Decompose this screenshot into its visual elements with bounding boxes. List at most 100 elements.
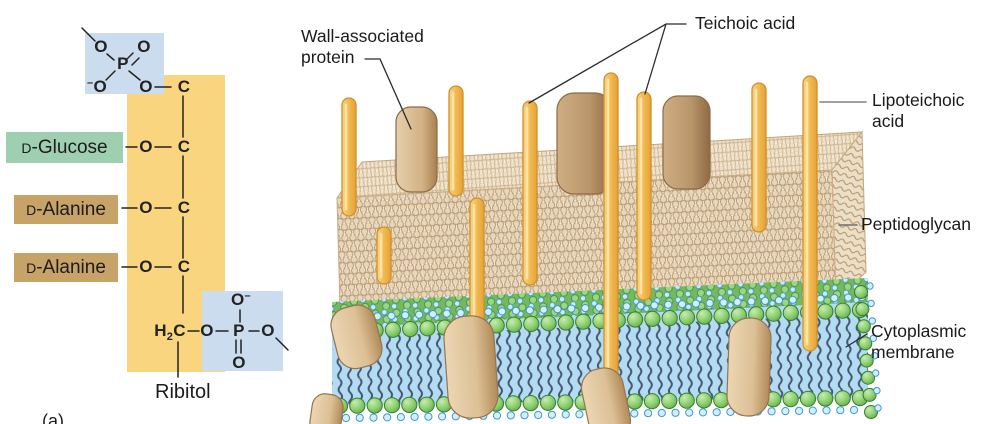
atom-c: C bbox=[177, 137, 191, 156]
phospholipid-head bbox=[862, 387, 877, 402]
phospholipid-head bbox=[349, 397, 366, 414]
wall-proteins bbox=[395, 92, 711, 195]
membrane-proteins bbox=[309, 304, 772, 424]
phospholipid-head bbox=[383, 413, 392, 422]
phospholipid-head bbox=[822, 406, 831, 415]
phospholipid-head bbox=[428, 310, 437, 319]
phospholipid-head bbox=[867, 299, 875, 308]
phospholipid-head bbox=[539, 394, 557, 411]
phospholipid-head bbox=[539, 305, 548, 314]
phospholipid-head bbox=[733, 297, 742, 307]
atom-o: O bbox=[139, 137, 153, 156]
phospholipid-head bbox=[817, 303, 834, 320]
atom-c: C bbox=[177, 198, 191, 217]
phospholipid-head bbox=[870, 352, 879, 360]
phospholipid-head bbox=[505, 316, 523, 333]
teichoic-acid-label: Teichoic acid bbox=[695, 13, 796, 33]
phospholipid-head bbox=[415, 310, 424, 319]
phospholipid-head bbox=[817, 390, 834, 407]
phospholipid-head bbox=[782, 304, 799, 321]
phospholipid-head bbox=[844, 293, 853, 302]
phospholipid-head bbox=[678, 392, 695, 409]
cytoplasmic-label-line2: membrane bbox=[871, 342, 955, 362]
phospholipid-head bbox=[355, 413, 364, 422]
phospholipid-head bbox=[522, 395, 539, 412]
phospholipid-head bbox=[830, 294, 839, 303]
phospholipid-head bbox=[834, 390, 851, 407]
peptidoglycan-label: Peptidoglycan bbox=[861, 214, 971, 234]
atom-c: C bbox=[177, 77, 191, 96]
phospholipid-head bbox=[799, 390, 817, 407]
bond bbox=[128, 70, 141, 81]
membrane-protein bbox=[580, 367, 632, 424]
phospholipid-head bbox=[782, 391, 799, 408]
cytoplasmic-pointer bbox=[845, 333, 868, 348]
phospholipid-head bbox=[874, 404, 882, 412]
phospholipid-head bbox=[767, 407, 776, 416]
phospholipid-head bbox=[696, 308, 713, 325]
phospholipid-head bbox=[747, 297, 756, 306]
wall-associated-protein bbox=[395, 106, 438, 193]
teichoic-acid-rod bbox=[341, 97, 357, 217]
phospholipid-head bbox=[873, 386, 881, 395]
atom-o-minus: O– bbox=[231, 290, 251, 309]
phospholipid-head bbox=[781, 407, 790, 416]
rod-body bbox=[751, 82, 767, 233]
phospholipid-head bbox=[856, 319, 871, 334]
phospholipid-head bbox=[765, 305, 782, 322]
bond-double bbox=[125, 52, 134, 61]
phospholipid-head bbox=[341, 413, 351, 423]
phospholipid-head bbox=[872, 369, 880, 377]
phospholipid-head bbox=[557, 314, 575, 331]
rod-body bbox=[376, 226, 392, 285]
phospholipid-head bbox=[369, 413, 378, 422]
phospholipid-head bbox=[788, 295, 797, 304]
phospholipid-head bbox=[540, 315, 557, 332]
phospholipid-head bbox=[511, 306, 521, 315]
phospholipid-head bbox=[795, 406, 804, 415]
phospholipid-head bbox=[657, 408, 666, 418]
phospholipid-head bbox=[575, 410, 584, 419]
ribitol-label: Ribitol bbox=[155, 381, 211, 403]
membrane-protein bbox=[726, 317, 772, 417]
membrane-protein bbox=[330, 304, 383, 370]
phospholipid-head bbox=[774, 296, 784, 305]
atom-o: O bbox=[139, 257, 153, 276]
phospholipid-head bbox=[575, 313, 592, 330]
atom-o: O bbox=[137, 37, 151, 56]
phospholipid-head bbox=[492, 411, 502, 420]
phospholipid-head bbox=[808, 406, 817, 415]
phospholipid-head bbox=[719, 298, 728, 307]
phospholipid-head bbox=[661, 392, 678, 409]
phosphate-box-top bbox=[85, 33, 164, 94]
phospholipid-head bbox=[505, 395, 522, 412]
phospholipid-head bbox=[650, 301, 659, 310]
glucose-box: D-Glucose bbox=[6, 132, 123, 163]
phospholipid-head bbox=[561, 410, 570, 419]
phospholipid-head bbox=[855, 302, 870, 317]
phospholipid-head bbox=[523, 315, 540, 332]
alanine-box-1: D-Alanine bbox=[14, 195, 118, 224]
phospholipid-head bbox=[384, 321, 401, 338]
teichoic-acid-rod bbox=[376, 226, 392, 285]
lipoteichoic-acid-label: Lipoteichoic acid bbox=[872, 90, 964, 132]
phospholipid-head bbox=[525, 306, 534, 315]
rod-body bbox=[448, 85, 464, 197]
atom-o-minus: –O bbox=[87, 77, 107, 96]
alanine-label-2: D-Alanine bbox=[26, 256, 106, 278]
atom-p: P bbox=[233, 321, 245, 340]
phospholipid-head bbox=[383, 397, 401, 414]
phospholipid-head bbox=[424, 412, 433, 421]
phospholipid-head bbox=[626, 393, 643, 410]
atom-c: C bbox=[177, 257, 191, 276]
atom-p: P bbox=[117, 54, 129, 73]
phospholipid-head bbox=[581, 304, 590, 313]
phospholipid-head bbox=[387, 311, 396, 320]
bond-continuation-bottom bbox=[275, 337, 289, 351]
phospholipid-head bbox=[691, 299, 701, 308]
phospholipid-head bbox=[864, 405, 878, 419]
teichoic-acid-rod bbox=[448, 85, 464, 197]
phospholipid-head bbox=[849, 405, 859, 415]
rod-body bbox=[522, 100, 538, 286]
phospholipid-head bbox=[557, 394, 574, 411]
